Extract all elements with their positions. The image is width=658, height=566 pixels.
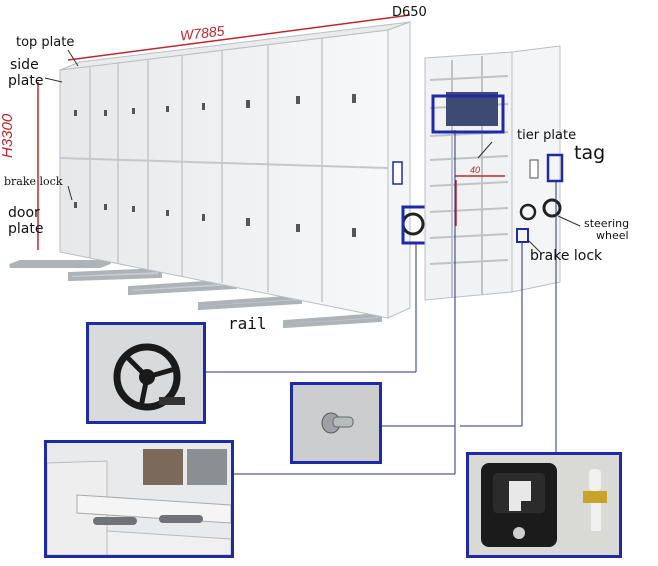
label-door-plate-2: plate [8, 221, 44, 237]
label-tier-plate: tier plate [517, 128, 577, 143]
dimension-tier-spacing: 40 [470, 165, 481, 175]
label-brake-lock-left: brake lock [4, 175, 63, 188]
steering-wheel-icon [89, 325, 203, 421]
rail-set [9, 260, 382, 329]
brake-lock-knob-icon [293, 385, 379, 461]
label-door-plate-1: door [8, 205, 40, 221]
label-steering-wheel-1: steering [584, 217, 630, 230]
label-tag: tag [574, 142, 606, 164]
callout-door-lock [466, 452, 622, 558]
label-brake-lock-right: brake lock [530, 248, 603, 264]
callout-brake-lock [290, 382, 382, 464]
label-rail: rail [228, 314, 267, 333]
dimension-depth: D650 [392, 5, 427, 20]
label-steering-wheel-2: wheel [596, 229, 629, 242]
label-side-plate-2: plate [8, 73, 44, 89]
dimension-height: H3300 [0, 113, 16, 158]
callout-tier-plate [44, 440, 234, 558]
callout-steering-wheel [86, 322, 206, 424]
shelf-bracket-icon [47, 443, 231, 555]
door-handle-lock-icon [469, 455, 619, 555]
label-top-plate: top plate [16, 35, 75, 50]
label-side-plate-1: side [10, 57, 39, 73]
